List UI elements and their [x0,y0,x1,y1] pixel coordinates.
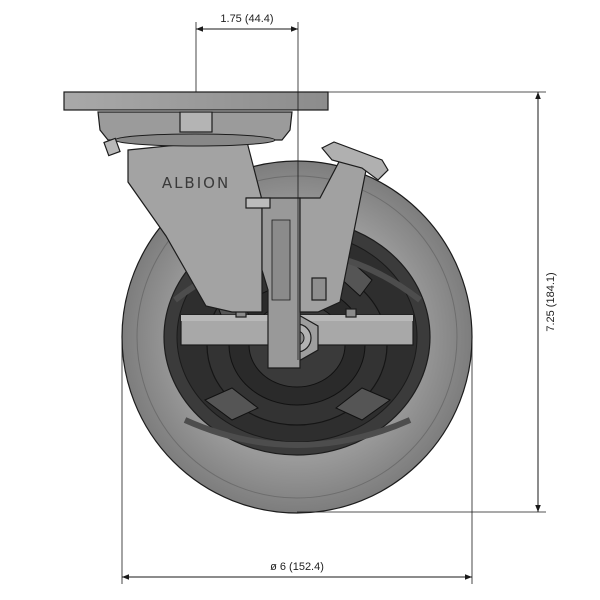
height-label: 7.25 (184.1) [545,272,557,331]
fork-yoke [127,137,389,369]
grease-fitting [103,137,121,157]
brake-pedal [321,141,389,181]
top-plate [63,91,329,111]
offset-dimension: 1.75 (44.4) [195,13,299,360]
height-dimension: 7.25 (184.1) [297,91,557,513]
offset-label: 1.75 (44.4) [220,13,273,25]
diameter-dimension: ø 6 (152.4) [121,340,473,584]
brand-label: ALBION [162,174,230,192]
diameter-label: ø 6 (152.4) [270,561,324,573]
swivel-raceway [97,111,293,147]
